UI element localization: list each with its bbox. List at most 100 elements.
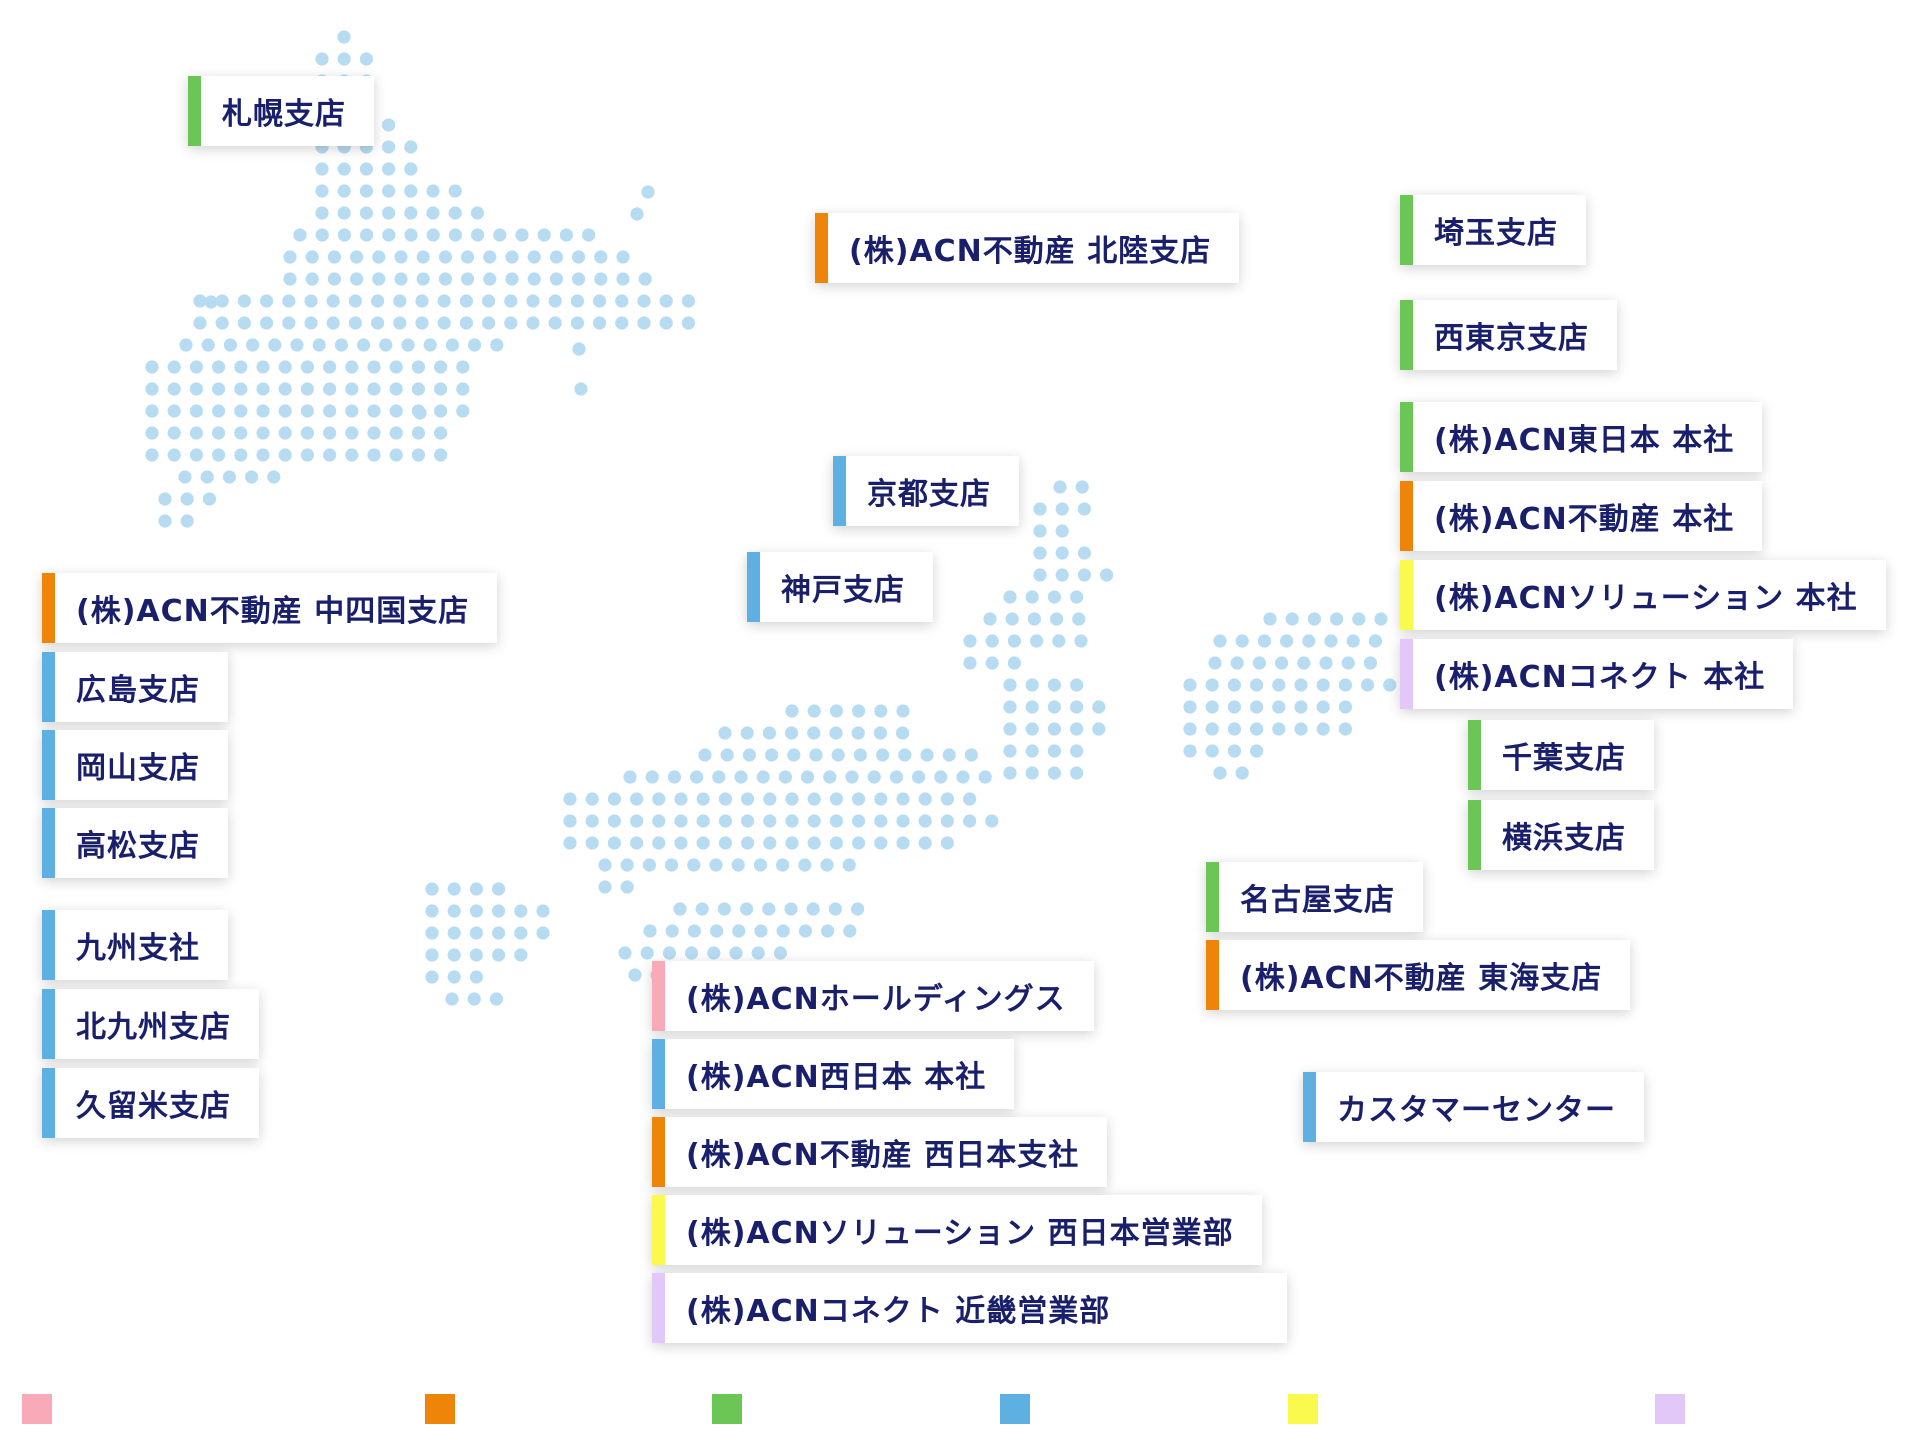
map-dot	[896, 704, 910, 718]
office-connect-kinki[interactable]: (株)ACNコネクト 近畿営業部	[652, 1273, 1287, 1343]
office-holdings[interactable]: (株)ACNホールディングス	[652, 961, 1094, 1031]
map-dot	[179, 338, 193, 352]
office-nishinihon-honsha[interactable]: (株)ACN西日本 本社	[652, 1039, 1015, 1109]
map-dot	[345, 448, 359, 462]
map-dot	[359, 206, 373, 220]
map-dot	[145, 382, 159, 396]
map-dot	[348, 294, 362, 308]
map-dot	[807, 814, 821, 828]
map-dot	[212, 448, 226, 462]
office-saitama[interactable]: 埼玉支店	[1400, 195, 1586, 265]
map-dot	[964, 748, 979, 762]
map-dot	[404, 228, 418, 242]
map-dot	[687, 858, 701, 872]
map-dot	[193, 294, 207, 308]
map-dot	[359, 162, 373, 176]
map-dot	[448, 228, 462, 242]
office-kyushu[interactable]: 九州支社	[42, 910, 228, 980]
map-dot	[1227, 722, 1241, 736]
map-dot	[1227, 700, 1241, 714]
map-dot	[300, 426, 314, 440]
office-label: 名古屋支店	[1240, 883, 1395, 918]
office-customer-center[interactable]: カスタマーセンター	[1303, 1072, 1644, 1142]
map-dot	[829, 792, 844, 806]
map-dot	[1263, 612, 1277, 626]
map-dot	[1003, 744, 1017, 758]
office-acn-connect-honsha[interactable]: (株)ACNコネクト 本社	[1400, 639, 1794, 709]
map-dot	[594, 272, 608, 286]
map-dot	[345, 426, 359, 440]
office-kurume[interactable]: 久留米支店	[42, 1068, 259, 1138]
map-dot	[459, 294, 473, 308]
map-dot	[690, 770, 704, 784]
map-dot	[1047, 722, 1061, 736]
map-dot	[237, 294, 251, 308]
map-dot	[1324, 634, 1338, 648]
map-dot	[642, 858, 657, 872]
map-dot	[411, 426, 425, 440]
map-dot	[852, 814, 866, 828]
map-dot	[593, 316, 607, 330]
map-dot	[536, 926, 550, 940]
map-dot	[1316, 678, 1330, 692]
map-dot	[1070, 766, 1084, 780]
map-dot	[1294, 678, 1308, 692]
map-dot	[327, 272, 341, 286]
map-dot	[426, 184, 440, 198]
office-solution-nishinihon[interactable]: (株)ACNソリューション 西日本営業部	[652, 1195, 1262, 1265]
office-okayama[interactable]: 岡山支店	[42, 730, 228, 800]
office-chiba[interactable]: 千葉支店	[1468, 720, 1654, 790]
map-dot	[1250, 700, 1264, 714]
office-hokuriku[interactable]: (株)ACN不動産 北陸支店	[815, 213, 1240, 283]
office-nagoya[interactable]: 名古屋支店	[1206, 862, 1423, 932]
office-nishitokyo[interactable]: 西東京支店	[1400, 300, 1617, 370]
map-dot	[1100, 568, 1114, 582]
office-acn-solution-honsha[interactable]: (株)ACNソリューション 本社	[1400, 560, 1886, 630]
office-color-bar	[652, 1039, 665, 1109]
map-dot	[459, 316, 473, 330]
map-dot	[585, 814, 599, 828]
map-dot	[268, 338, 282, 352]
map-dot	[874, 704, 888, 718]
map-dot	[323, 404, 337, 418]
map-dot	[158, 514, 172, 528]
office-color-bar	[1400, 481, 1413, 551]
office-chushikoku[interactable]: (株)ACN不動産 中四国支店	[42, 573, 498, 643]
map-dot	[482, 316, 496, 330]
office-acn-higashinihon[interactable]: (株)ACN東日本 本社	[1400, 402, 1763, 472]
map-dot	[1285, 612, 1299, 626]
office-color-bar	[1206, 940, 1219, 1010]
map-dot	[290, 338, 304, 352]
map-dot	[918, 792, 932, 806]
office-takamatsu[interactable]: 高松支店	[42, 808, 228, 878]
map-dot	[729, 946, 743, 960]
office-tokai[interactable]: (株)ACN不動産 東海支店	[1206, 940, 1631, 1010]
map-dot	[1205, 678, 1219, 692]
map-dot	[1302, 634, 1316, 648]
map-dot	[1250, 678, 1264, 692]
map-dot	[934, 770, 948, 784]
map-dot	[367, 448, 381, 462]
office-yokohama[interactable]: 横浜支店	[1468, 800, 1654, 870]
map-dot	[1374, 612, 1388, 626]
map-dot	[638, 272, 652, 286]
map-dot	[963, 792, 977, 806]
map-dot	[505, 250, 519, 264]
office-kyoto[interactable]: 京都支店	[833, 456, 1019, 526]
map-dot	[718, 792, 733, 806]
map-dot	[372, 250, 386, 264]
office-color-bar	[1468, 800, 1481, 870]
office-acn-fudosan-honsha[interactable]: (株)ACN不動産 本社	[1400, 481, 1763, 551]
map-dot	[434, 448, 448, 462]
office-color-bar	[188, 76, 201, 146]
map-dot	[1075, 480, 1089, 494]
office-kobe[interactable]: 神戸支店	[747, 552, 933, 622]
office-fudosan-nishinihon[interactable]: (株)ACN不動産 西日本支社	[652, 1117, 1108, 1187]
office-hiroshima[interactable]: 広島支店	[42, 652, 228, 722]
office-sapporo[interactable]: 札幌支店	[188, 76, 374, 146]
map-dot	[326, 294, 340, 308]
office-color-bar	[42, 652, 55, 722]
map-dot	[549, 272, 564, 286]
office-color-bar	[747, 552, 760, 622]
office-kitakyushu[interactable]: 北九州支店	[42, 989, 259, 1059]
